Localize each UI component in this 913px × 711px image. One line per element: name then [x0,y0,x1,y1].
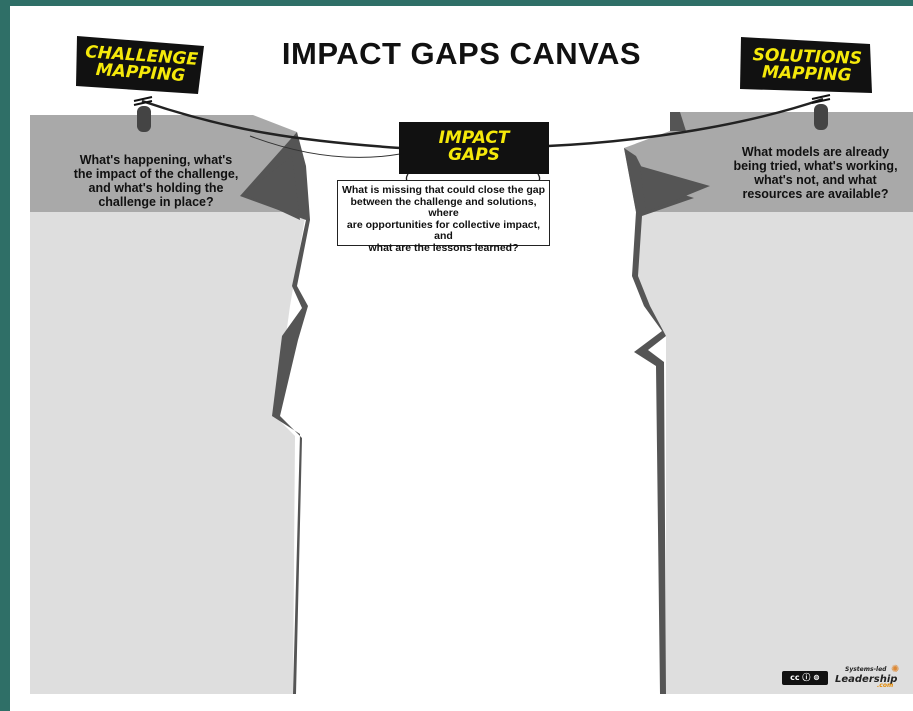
right-cliff-lip [670,112,686,131]
page-title: IMPACT GAPS CANVAS [281,36,642,71]
footer-badges: cc ⓘ ⊜ Systems-led Leadership .com ✺ [777,665,907,689]
brand-logo: Systems-led Leadership .com ✺ [835,664,905,690]
prompt-line: resources are available? [742,187,889,201]
cliff-scene [30,36,913,694]
prompt-line: challenge in place? [98,195,214,209]
brand-line: Leadership [835,674,898,685]
rope-sag [249,135,401,158]
prompt-line: What's happening, what's [79,153,233,167]
solutions-prompt: What models are already being tried, wha… [718,145,913,201]
impact-gaps-prompt-box: What is missing that could close the gap… [337,180,550,253]
prompt-line: What is missing that could close the gap [341,184,546,196]
left-cliff-top [30,115,306,212]
prompt-line: and what's holding the [88,181,224,195]
rope [141,99,401,150]
left-post-knot [133,96,153,106]
brand-suffix: .com [877,682,894,689]
right-cliff [624,112,913,694]
right-post-knot [811,94,831,104]
right-cliff-shadow [624,148,694,694]
rope [547,97,824,148]
sign-line: MAPPING [761,62,852,86]
sign-line: IMPACT [438,128,510,148]
solutions-mapping-sign: SOLUTIONS MAPPING [743,45,870,86]
impact-gaps-canvas: IMPACT GAPS CANVAS CHALLENGE MAPPING SOL… [10,6,913,711]
prompt-line: are opportunities for collective impact,… [346,218,541,242]
sparkle-icon: ✺ [891,664,900,675]
left-post [137,106,151,132]
prompt-line: the impact of the challenge, [73,167,239,181]
impact-gaps-sign: IMPACT GAPS [402,130,546,164]
prompt-line: What models are already [741,145,890,159]
challenge-mapping-sign: CHALLENGE MAPPING [79,42,203,86]
brand-line: Systems-led [845,666,887,673]
sign-line: GAPS [448,145,500,165]
prompt-line: what are the lessons learned? [368,241,519,254]
left-cliff-notch [244,156,300,220]
prompt-line: between the challenge and solutions, whe… [350,195,537,219]
creative-commons-icon: cc ⓘ ⊜ [782,671,828,685]
prompt-line: what's not, and what [754,173,877,187]
left-cliff [30,115,310,694]
challenge-prompt: What's happening, what's the impact of t… [46,153,266,209]
left-cliff-face [30,212,306,694]
left-cliff-shadow [240,132,310,694]
right-cliff-notch [640,166,710,212]
prompt-line: being tried, what's working, [733,159,898,173]
right-post [814,104,828,130]
challenge-sign-board [76,36,204,94]
right-cliff-face [632,212,913,694]
solutions-sign-board [740,37,872,93]
impact-gaps-sign-board [399,122,549,174]
